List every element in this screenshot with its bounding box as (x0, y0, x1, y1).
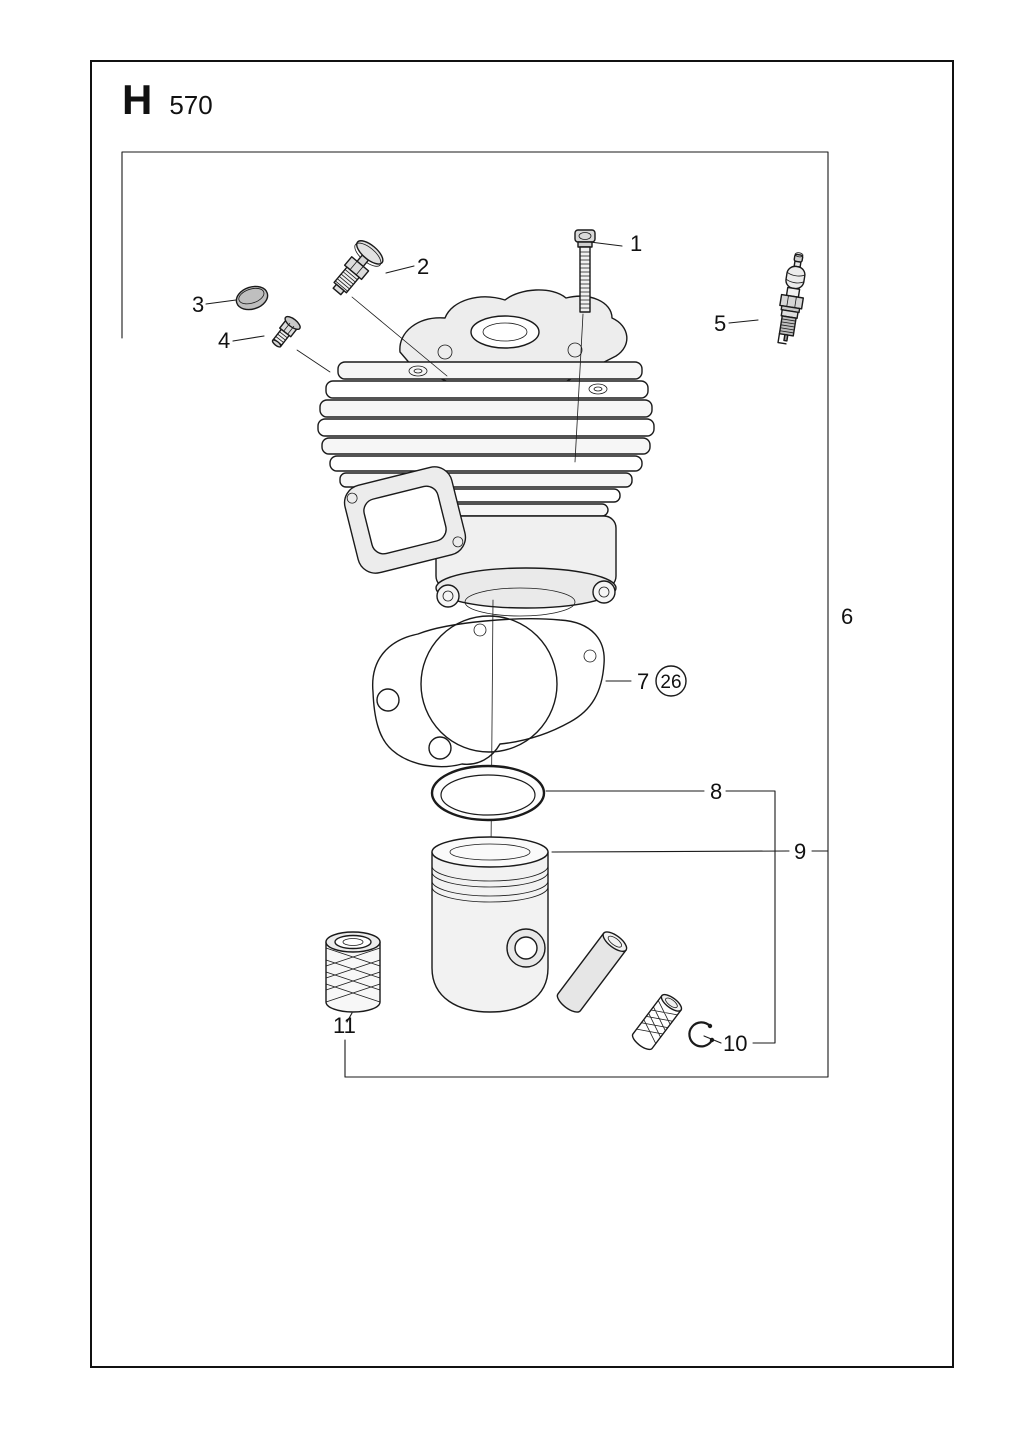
part-needle-bearing (325, 931, 381, 1013)
part-cylinder-gasket (372, 615, 605, 768)
ring-groove-1 (431, 865, 549, 882)
top-boss-hole-left (408, 365, 428, 377)
plate-bolt-hole-left (437, 344, 453, 360)
callout-8: 8 (710, 779, 722, 804)
leader-4-alignment (296, 349, 331, 373)
top-boss-hole-left-inner (413, 368, 423, 374)
leader-5 (728, 319, 759, 324)
piston-pin-hole (514, 936, 538, 960)
cylinder-base-skirt (435, 515, 617, 617)
exhaust-flange (343, 466, 467, 574)
callout-26: 26 (660, 672, 681, 693)
leader-lines (205, 241, 829, 1078)
gasket-bore-hole (420, 615, 558, 753)
gasket-bolt-hole-left (376, 688, 400, 712)
callout-3: 3 (192, 292, 204, 317)
top-boss-hole-right-inner (593, 386, 603, 392)
leader-8-10-bracket (545, 790, 776, 1044)
part-piston-pin (556, 931, 628, 1013)
callout-4: 4 (218, 328, 230, 353)
part-cylinder-assembly (317, 289, 655, 617)
leader-1-alignment (574, 313, 584, 463)
model-number: 570 (169, 90, 213, 120)
screw-threads (579, 251, 591, 309)
leader-1 (589, 241, 623, 247)
part-spark-plug (777, 252, 806, 345)
part-cylinder-screw (574, 229, 596, 313)
callout-1: 1 (630, 231, 642, 256)
callout-26-circle (655, 665, 687, 697)
part-piston (431, 836, 549, 1013)
callout-2: 2 (417, 254, 429, 279)
callout-11: 11 (333, 1013, 356, 1038)
plate-bolt-hole-right (567, 342, 583, 358)
part-piston-ring (430, 764, 546, 822)
gasket-pin-hole-top (473, 623, 487, 637)
gasket-pin-hole-right (583, 649, 597, 663)
callout-10: 10 (723, 1031, 747, 1056)
carb-port-inner (482, 322, 528, 342)
part-valve (271, 315, 301, 348)
leader-10 (703, 1035, 722, 1044)
callout-9: 9 (794, 839, 806, 864)
leader-11 (344, 1012, 353, 1078)
carb-port-opening (470, 315, 540, 349)
page-header: H 570 (122, 76, 213, 124)
part-pin-bearing (631, 993, 683, 1051)
ring-groove-2 (431, 880, 549, 897)
leader-2 (385, 265, 415, 274)
leader-3 (205, 299, 237, 305)
ring-groove-1b (431, 871, 549, 888)
callout-7: 7 (637, 669, 649, 694)
ring-groove-2b (431, 886, 549, 903)
callout-6: 6 (841, 604, 853, 629)
assembly-boundary-box (121, 151, 829, 1078)
leader-4 (232, 335, 265, 342)
top-boss-hole-right (588, 383, 608, 395)
part-valve-cap (235, 285, 269, 311)
leader-9 (551, 850, 829, 853)
page-border-frame (90, 60, 954, 1368)
callout-5: 5 (714, 311, 726, 336)
gasket-bolt-hole-bottom (428, 736, 452, 760)
leader-2-alignment (351, 296, 448, 377)
part-circlip (688, 1021, 715, 1048)
part-decompression-valve (332, 240, 384, 296)
section-letter: H (122, 76, 154, 123)
